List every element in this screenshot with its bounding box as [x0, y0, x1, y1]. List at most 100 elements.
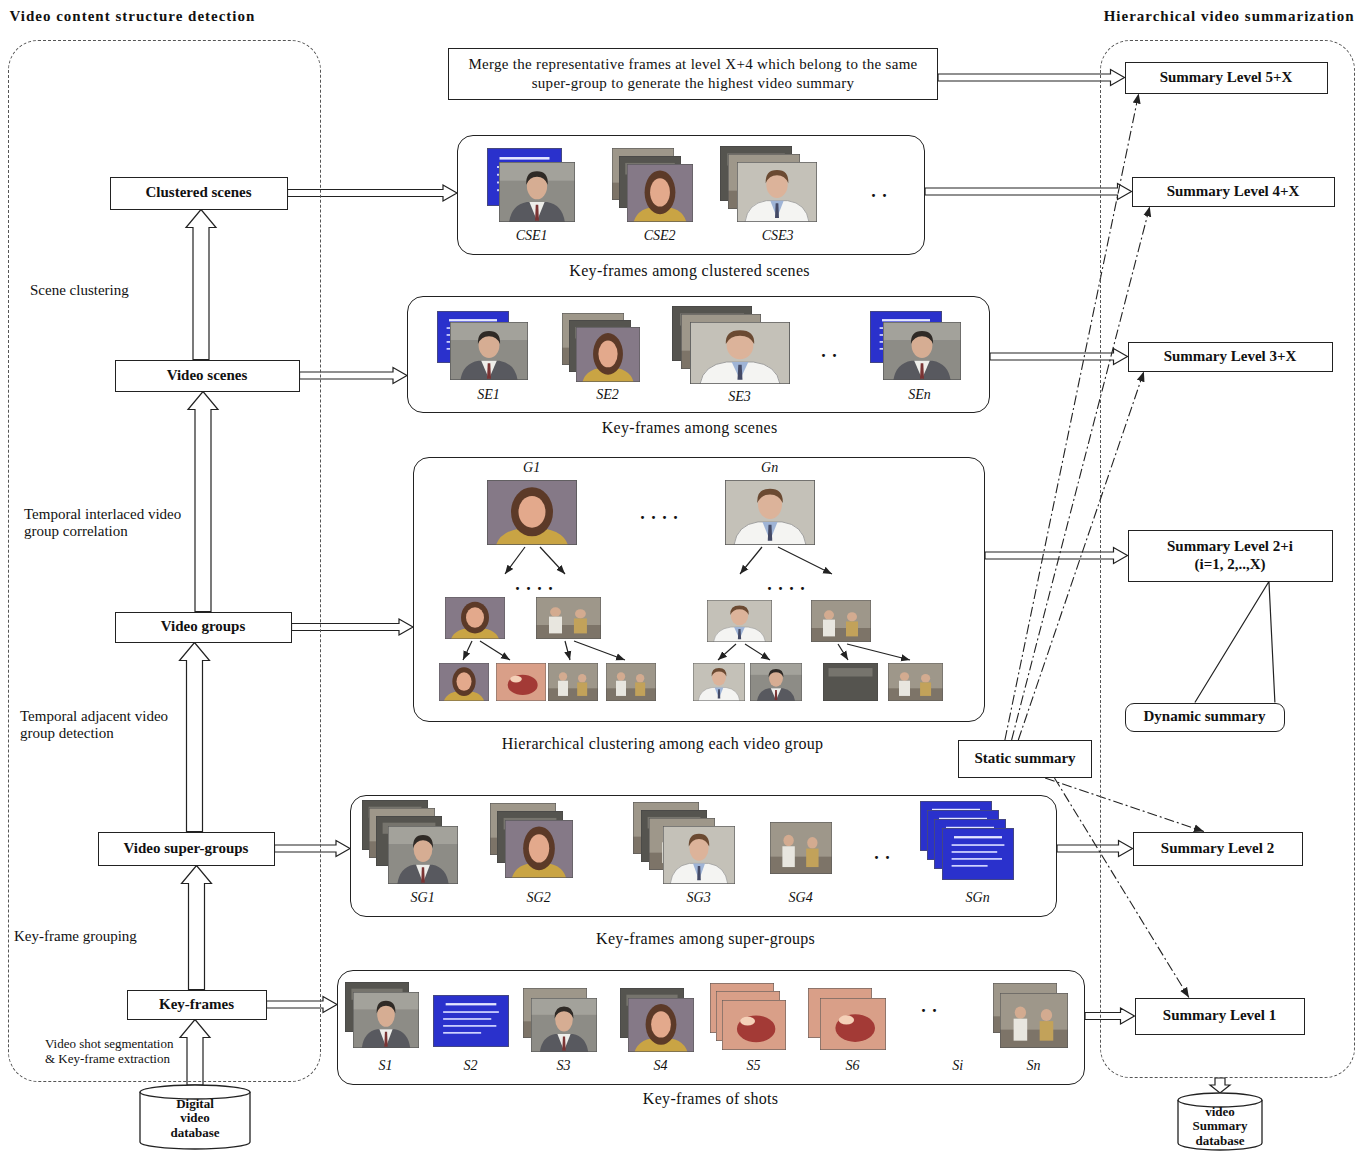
- panel-label: Si: [952, 1058, 963, 1074]
- shot-thumbnails: [345, 982, 1068, 1052]
- summary-type-box: Static summary: [958, 740, 1092, 778]
- panel-label: . .: [871, 181, 888, 202]
- thumbnail: [942, 828, 1014, 880]
- node-text: Key-frames: [159, 996, 234, 1013]
- panel-label: . . . .: [767, 574, 806, 595]
- hollow-arrow: [288, 185, 458, 201]
- callout-pointer: [1195, 582, 1275, 703]
- node-text: Summary Level 2+i (i=1, 2,..,X): [1155, 538, 1305, 573]
- panel-label: CSE1: [516, 228, 548, 244]
- summary-box: Summary Level 5+X: [1125, 62, 1328, 94]
- panel-caption: Key-frames among scenes: [602, 419, 778, 437]
- connectors: [180, 70, 1275, 1094]
- panel-label: SG2: [527, 890, 551, 906]
- thumbnail: [496, 663, 546, 701]
- cylinder-body: [1178, 1100, 1262, 1150]
- structure-box: Video super-groups: [98, 832, 275, 866]
- keyframe-panel: G1. . . .Gn. . . .. . . .Hierarchical cl…: [413, 457, 985, 722]
- thumbnail: [433, 995, 509, 1047]
- thumbnail: [820, 998, 886, 1050]
- thumbnail: [750, 663, 802, 701]
- panel-label: . . . .: [515, 574, 554, 595]
- tree-arrow: [778, 547, 832, 574]
- node-text: Clustered scenes: [146, 184, 252, 201]
- panel-label: SEn: [908, 387, 931, 403]
- keyframe-panel: SE1SE2SE3. .SEnKey-frames among scenes: [407, 296, 990, 413]
- dash-dot-arrow: [1018, 372, 1144, 741]
- hollow-arrow: [1210, 1078, 1230, 1093]
- tree-arrow: [480, 641, 510, 660]
- hollow-arrow: [275, 841, 351, 857]
- panel-caption: Key-frames among clustered scenes: [569, 262, 809, 280]
- thumbnail: [627, 164, 693, 222]
- thumbnail: [707, 600, 772, 642]
- thumbnail: [576, 327, 640, 382]
- panel-label: S2: [464, 1058, 478, 1074]
- tree-arrow: [505, 547, 525, 574]
- edge-label: Temporal adjacent video group detection: [20, 708, 171, 743]
- panel-caption: Key-frames of shots: [643, 1090, 778, 1108]
- thumbnail: [505, 820, 573, 878]
- structure-box: Clustered scenes: [110, 177, 288, 210]
- thumbnail: [663, 826, 735, 884]
- hollow-arrow: [188, 392, 218, 612]
- note-box: Merge the representative frames at level…: [448, 48, 938, 100]
- thumbnail: [606, 663, 656, 701]
- tree-arrow: [565, 641, 570, 660]
- hollow-arrow: [186, 210, 216, 360]
- thumbnail: [439, 663, 489, 701]
- thumbnail: [737, 162, 817, 222]
- node-text: Video super-groups: [124, 840, 249, 857]
- summary-box: Summary Level 2+i (i=1, 2,..,X): [1128, 530, 1333, 582]
- edge-label: Scene clustering: [30, 282, 131, 299]
- dash-dot-arrow: [1054, 778, 1188, 998]
- keyframe-panel: S1S2S3S4S5S6Si. .SnKey-frames of shots: [337, 970, 1085, 1085]
- thumbnail: [823, 663, 878, 701]
- node-text: Summary Level 4+X: [1167, 183, 1300, 200]
- thumbnail: [693, 663, 745, 701]
- panel-label: . . . .: [640, 503, 679, 524]
- thumbnail: [353, 992, 419, 1048]
- panel-caption: Key-frames among super-groups: [596, 930, 815, 948]
- dash-dot-arrow: [1012, 207, 1150, 741]
- thumbnail: [548, 663, 598, 701]
- hollow-arrow: [938, 70, 1125, 86]
- node-text: Video groups: [161, 618, 246, 635]
- region-heading: Hierarchical video summarization: [1104, 8, 1355, 25]
- panel-label: . .: [874, 843, 891, 864]
- thumbnail: [450, 322, 528, 380]
- panel-label: S5: [747, 1058, 761, 1074]
- panel-label: CSE2: [644, 228, 676, 244]
- thumbnail: [722, 1000, 786, 1050]
- tree-arrow: [847, 644, 910, 660]
- panel-label: Sn: [1027, 1058, 1041, 1074]
- thumbnail: [628, 998, 694, 1052]
- tree-arrow: [740, 547, 762, 574]
- tree-arrow: [463, 641, 472, 660]
- thumbnail: [883, 322, 961, 380]
- edge-label: Key-frame grouping: [14, 928, 139, 945]
- panel-label: SGn: [966, 890, 990, 906]
- hollow-arrow: [292, 619, 414, 635]
- hollow-arrow: [182, 866, 212, 990]
- panel-label: S6: [846, 1058, 860, 1074]
- hollow-arrow: [300, 368, 408, 384]
- node-text: Summary Level 1: [1163, 1007, 1276, 1024]
- edge-label: Temporal interlaced video group correlat…: [24, 506, 184, 541]
- thumbnail: [536, 597, 601, 639]
- clustered-scene-thumbnails: [487, 146, 817, 222]
- node-text: Static summary: [974, 750, 1075, 767]
- structure-box: Key-frames: [127, 990, 267, 1020]
- node-text: Dynamic summary: [1143, 708, 1265, 725]
- panel-label: SG3: [687, 890, 711, 906]
- summary-box: Summary Level 3+X: [1128, 342, 1333, 372]
- node-text: Summary Level 3+X: [1164, 348, 1297, 365]
- panel-label: . .: [821, 341, 838, 362]
- panel-label: SE1: [477, 387, 500, 403]
- summary-box: Summary Level 2: [1133, 832, 1303, 866]
- structure-box: Video scenes: [115, 360, 300, 392]
- thumbnail: [487, 480, 577, 545]
- panel-label: CSE3: [762, 228, 794, 244]
- thumbnail: [888, 663, 943, 701]
